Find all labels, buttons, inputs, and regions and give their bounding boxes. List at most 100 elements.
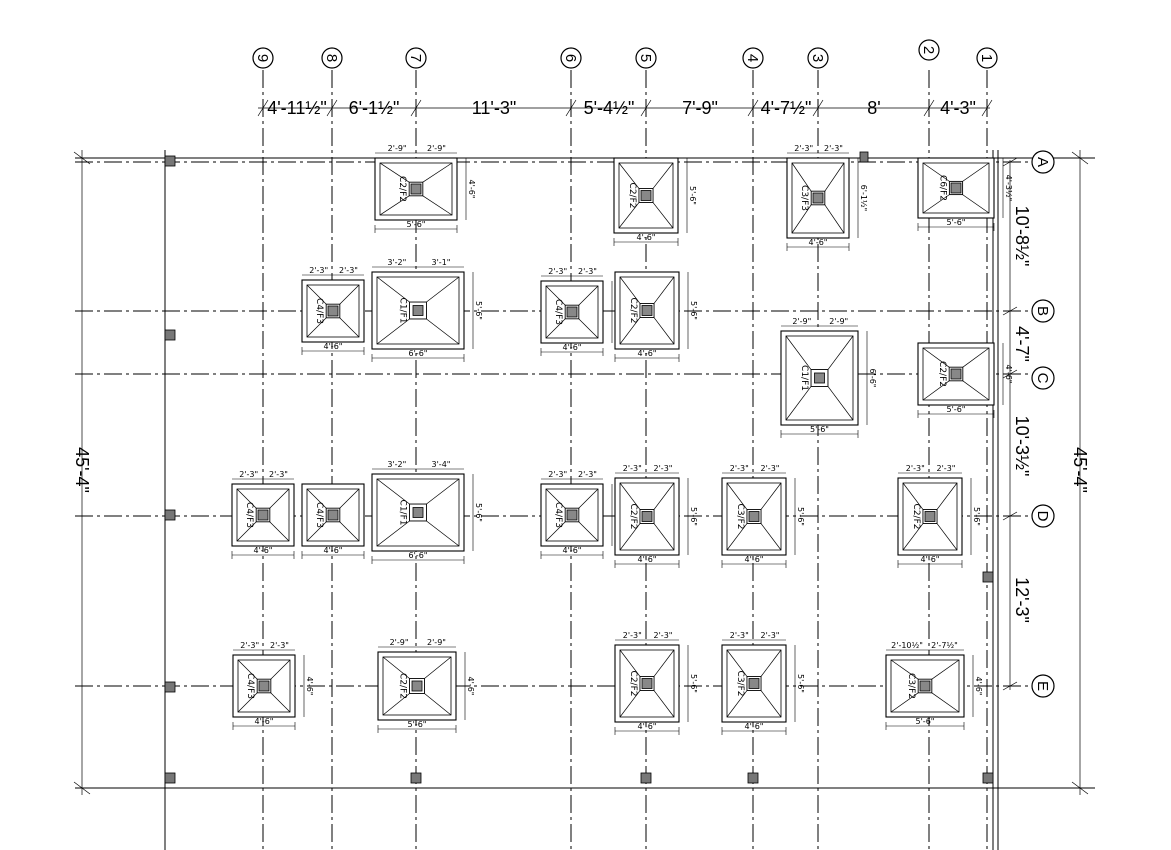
grid-bubble-9: 9 xyxy=(252,47,274,69)
footing-top-dim-left: 3'-2" xyxy=(387,460,406,469)
footing-height-dim: 6'-1½" xyxy=(859,185,868,212)
footing-14: C4/F34'-6"4'-6"2'-3"2'-3" xyxy=(540,470,622,559)
footing-label: C2/F2 xyxy=(628,671,638,697)
footing-label: C4/F3 xyxy=(244,502,254,528)
footing-top-dim-left: 2'-9" xyxy=(792,317,811,326)
svg-text:B: B xyxy=(1034,306,1051,316)
perimeter-columns xyxy=(164,151,994,784)
footing-top-dim-left: 3'-2" xyxy=(387,258,406,267)
footing-height-dim: 4'-6" xyxy=(466,677,475,696)
footing-top-dim-right: 2'-3" xyxy=(654,464,673,473)
footing-6: C1/F1 6'-6" 5'-6" 3'-2" 3'-1" xyxy=(371,258,483,362)
footing-top-dim-right: 2'-9" xyxy=(829,317,848,326)
footing-width-dim: 4'-6" xyxy=(563,546,582,555)
grid-bubble-6: 6 xyxy=(560,47,582,69)
grid-bubble-C: C xyxy=(1031,366,1055,390)
footing-label: C4/F3 xyxy=(553,502,563,528)
footing-width-dim: 5'-6" xyxy=(810,425,829,434)
footing-width-dim: 4'-6" xyxy=(324,546,343,555)
footing-height-dim: 5'-6" xyxy=(796,674,805,693)
footing-height-dim: 6'-6" xyxy=(868,369,877,388)
footing-13: C1/F16'-6"5'-6"3'-2"3'-4" xyxy=(371,460,483,564)
footing-width-dim: 4'-6" xyxy=(254,546,273,555)
column-stub xyxy=(412,305,424,316)
footing-12: C4/F34'-6"4'-6" xyxy=(301,483,383,559)
footing-20: C2/F24'-6"5'-6"2'-3"2'-3" xyxy=(614,631,698,735)
footing-height-dim: 4'-6" xyxy=(974,677,983,696)
grid-bubble-2: 2 xyxy=(918,39,940,61)
footing-top-dim-left: 2'-9" xyxy=(390,638,409,647)
footing-label: C3/F2 xyxy=(735,504,745,530)
footing-label: C2/F2 xyxy=(937,361,947,387)
column-stub xyxy=(748,511,760,522)
footing-label: C3/F2 xyxy=(906,673,916,699)
footing-top-dim-left: 2'-3" xyxy=(623,464,642,473)
footing-label: C1/F1 xyxy=(398,298,408,324)
footing-label: C4/F3 xyxy=(314,502,324,528)
footing-height-dim: 5'-6" xyxy=(688,186,697,205)
footing-top-dim-left: 2'-9" xyxy=(388,144,407,153)
footing-top-dim-right: 2'-3" xyxy=(937,464,956,473)
top-dim-3: 11'-3" xyxy=(472,98,517,118)
column-stub xyxy=(641,305,653,316)
svg-text:D: D xyxy=(1034,511,1051,522)
footing-width-dim: 6'-6" xyxy=(409,349,428,358)
svg-text:A: A xyxy=(1034,157,1051,167)
column-stub xyxy=(258,680,270,692)
footing-height-dim: 5'-6" xyxy=(796,507,805,526)
footing-width-dim: 5'-6" xyxy=(407,220,426,229)
footing-label: C4/F3 xyxy=(553,299,563,325)
footing-label: C2/F2 xyxy=(398,673,408,699)
svg-text:4: 4 xyxy=(744,54,761,62)
svg-text:7: 7 xyxy=(407,54,424,62)
footing-top-dim-left: 2'-3" xyxy=(548,267,567,276)
footing-width-dim: 4'-6" xyxy=(745,722,764,731)
footing-top-dim-right: 2'-7½" xyxy=(931,641,958,650)
footing-height-dim: 4'-6" xyxy=(467,180,476,199)
grid-bubble-8: 8 xyxy=(321,47,343,69)
right-dim-3: 10'-3½" xyxy=(1012,416,1032,477)
footing-top-dim-right: 2'-3" xyxy=(761,631,780,640)
footing-top-dim-left: 2'-3" xyxy=(239,470,258,479)
footing-4: C6/F25'-6"4'-3½" xyxy=(917,157,1013,231)
svg-text:E: E xyxy=(1034,681,1051,691)
top-dim-7: 8' xyxy=(867,98,880,118)
footing-height-dim: 5'-6" xyxy=(689,507,698,526)
footing-label: C4/F3 xyxy=(314,298,324,324)
svg-text:C: C xyxy=(1034,373,1051,384)
grid-bubble-3: 3 xyxy=(807,47,829,69)
footing-height-dim: 5'-6" xyxy=(474,301,483,320)
right-dim-1: 10'-8½" xyxy=(1012,206,1032,267)
footing-top-dim-left: 2'-3" xyxy=(906,464,925,473)
footing-top-dim-right: 2'-3" xyxy=(824,144,843,153)
column-stub xyxy=(327,305,339,317)
footing-3: C3/F34'-6"6'-1½"2'-3"2'-3" xyxy=(786,144,868,251)
column-stub xyxy=(814,372,825,384)
footing-top-dim-right: 3'-1" xyxy=(432,258,451,267)
footing-top-dim-left: 2'-3" xyxy=(794,144,813,153)
column-stub xyxy=(950,368,962,380)
footing-height-dim: 5'-6" xyxy=(474,503,483,522)
footing-label: C2/F2 xyxy=(628,504,638,530)
right-dim-2: 4'-7" xyxy=(1012,326,1032,362)
svg-text:9: 9 xyxy=(254,54,271,62)
footings: C2/F2 5'-6" 4'-6" 2'-9" 2'-9" C2/F2 4'-6" 5'-6"… xyxy=(231,144,1013,735)
column-stub xyxy=(919,680,931,692)
footing-22: C3/F25'-6"4'-6"2'-10½"2'-7½" xyxy=(885,641,983,730)
column-stub xyxy=(641,511,653,522)
footing-label: C2/F2 xyxy=(397,176,407,202)
right-dimensions: 10'-8½" 4'-7" 10'-3½" 12'-3" xyxy=(1002,157,1032,691)
footing-top-dim-right: 3'-4" xyxy=(432,460,451,469)
footing-label: C1/F1 xyxy=(398,500,408,526)
footing-label: C3/F3 xyxy=(799,185,809,211)
footing-width-dim: 4'-6" xyxy=(324,342,343,351)
footing-height-dim: 5'-6" xyxy=(689,674,698,693)
column-stub xyxy=(257,509,269,521)
footing-label: C2/F2 xyxy=(628,298,638,324)
footing-top-dim-right: 2'-9" xyxy=(427,144,446,153)
footing-top-dim-right: 2'-3" xyxy=(270,641,289,650)
footing-top-dim-left: 2'-3" xyxy=(623,631,642,640)
top-dim-2: 6'-1½" xyxy=(349,98,400,118)
footing-top-dim-right: 2'-3" xyxy=(578,267,597,276)
